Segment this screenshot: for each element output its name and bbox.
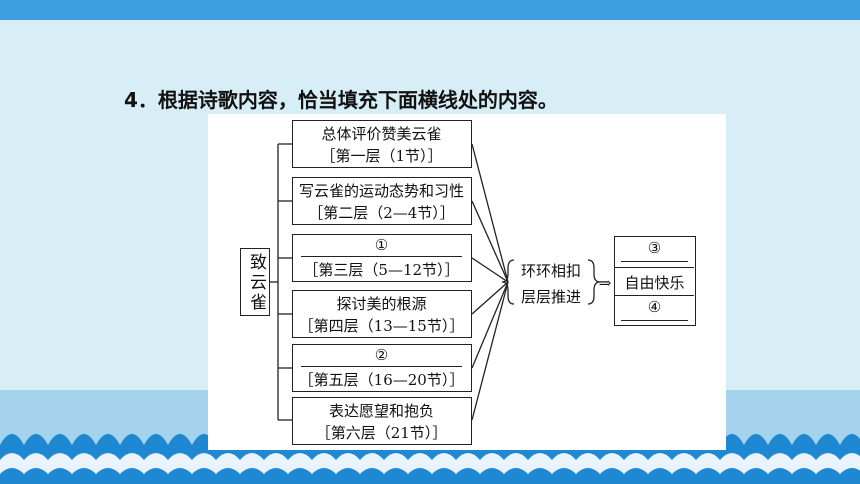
layer-node-5: ② ［第五层（16—20节）］: [292, 344, 472, 392]
arrow-icon: ⇒: [598, 274, 612, 292]
layer-title-6: 表达愿望和抱负: [328, 402, 434, 420]
blank-line-2: [301, 366, 462, 367]
result-blank-3: ③: [647, 239, 662, 257]
layer-node-1: 总体评价赞美云雀 ［第一层（1节）］: [292, 120, 472, 168]
layer-range-4: ［第四层（13—15节）］: [298, 317, 465, 335]
result-main: 自由快乐: [624, 274, 685, 292]
blank-line-4: [621, 320, 688, 321]
result-node: ③ 自由快乐 ④: [614, 236, 696, 326]
diagram-connectors: [270, 143, 601, 421]
layer-range-2: ［第二层（2—4节）］: [308, 204, 455, 222]
layer-title-3: ①: [374, 236, 389, 254]
slide-top-band: [0, 0, 860, 20]
layer-node-3: ① ［第三层（5—12节）］: [292, 234, 472, 282]
question-text: 4．根据诗歌内容，恰当填充下面横线处的内容。: [124, 88, 558, 112]
layer-node-2: 写云雀的运动态势和习性 ［第二层（2—4节）］: [292, 177, 472, 225]
layer-title-4: 探讨美的根源: [336, 295, 427, 313]
middle-line-1: 环环相扣: [520, 262, 581, 280]
layer-range-3: ［第三层（5—12节）］: [303, 261, 460, 279]
result-divider-bottom: [615, 295, 694, 296]
layer-title-5: ②: [374, 346, 389, 364]
layer-node-4: 探讨美的根源 ［第四层（13—15节）］: [292, 290, 472, 338]
question-prompt: 根据诗歌内容，恰当填充下面横线处的内容。: [157, 88, 558, 112]
middle-line-2: 层层推进: [520, 288, 581, 306]
structure-diagram: 致云雀 总体评价赞美云雀 ［第一层（1节）］ 写云雀的运动态势和习性 ［第二层（…: [208, 114, 726, 450]
root-label: 致云雀: [246, 253, 266, 313]
layer-title-2: 写云雀的运动态势和习性: [298, 182, 464, 200]
layer-range-6: ［第六层（21节）］: [315, 424, 448, 442]
result-blank-4: ④: [647, 298, 662, 316]
layer-node-6: 表达愿望和抱负 ［第六层（21节）］: [292, 397, 472, 445]
root-node: 致云雀: [240, 248, 270, 316]
layer-title-1: 总体评价赞美云雀: [321, 125, 442, 143]
blank-line-3: [621, 261, 688, 262]
layer-range-5: ［第五层（16—20节）］: [298, 371, 465, 389]
blank-line-1: [301, 256, 462, 257]
layer-range-1: ［第一层（1节）］: [320, 147, 443, 165]
question-number: 4: [124, 88, 138, 112]
result-divider-top: [615, 267, 694, 268]
